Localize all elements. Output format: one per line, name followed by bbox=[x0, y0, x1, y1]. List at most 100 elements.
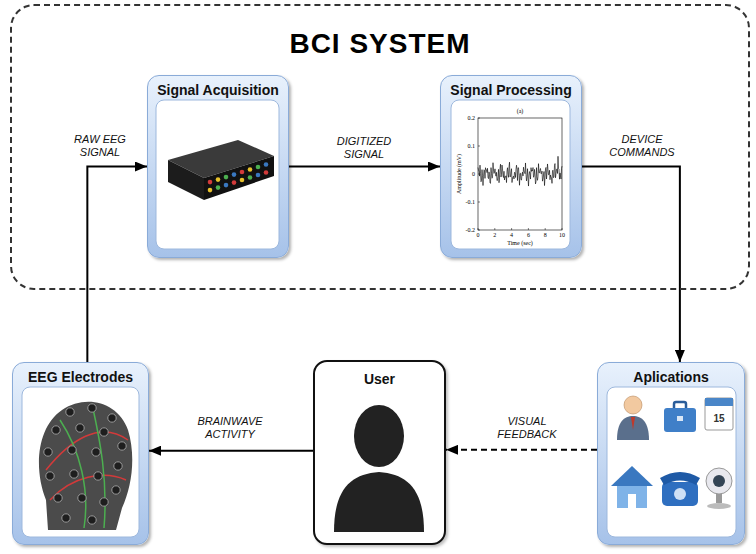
device-side bbox=[168, 160, 204, 200]
tick-label: 0 bbox=[477, 232, 480, 239]
connector-port bbox=[216, 185, 221, 190]
connector-port bbox=[240, 170, 245, 175]
person-head bbox=[624, 396, 642, 414]
edge-label: DIGITIZED SIGNAL bbox=[331, 135, 397, 161]
label-holder: 4 bbox=[510, 232, 513, 239]
edge-label-holder: DIGITIZED SIGNAL bbox=[331, 135, 397, 161]
webcam-lens bbox=[713, 475, 725, 487]
connector-port bbox=[224, 175, 229, 180]
label-holder: 15 bbox=[713, 413, 724, 425]
phone-dial bbox=[674, 488, 686, 500]
electrode bbox=[88, 404, 96, 412]
connector-port bbox=[208, 188, 213, 193]
house-walls bbox=[617, 484, 647, 508]
connector-port bbox=[216, 177, 221, 182]
eeg-cap bbox=[39, 402, 132, 530]
electrode bbox=[108, 414, 116, 422]
image-panel bbox=[156, 100, 279, 249]
image-panel bbox=[451, 100, 570, 249]
system-title: BCI SYSTEM bbox=[289, 28, 470, 60]
label-holder: 0.2 bbox=[468, 115, 476, 122]
calendar-page bbox=[705, 398, 733, 430]
axis-label: Time (sec) bbox=[507, 240, 533, 247]
electrode bbox=[76, 424, 84, 432]
electrode bbox=[100, 428, 108, 436]
axis-label: Amplitude (mV) bbox=[456, 154, 463, 194]
box-heading: User bbox=[364, 371, 395, 387]
house-icon bbox=[611, 466, 653, 508]
edge-label-holder: DEVICE COMMANDS bbox=[606, 133, 678, 159]
phone-icon bbox=[660, 472, 700, 506]
label-holder: 6 bbox=[527, 232, 530, 239]
eeg-plot bbox=[478, 118, 562, 230]
webcam-body bbox=[706, 468, 732, 494]
cap-wire bbox=[46, 432, 128, 470]
box-heading: EEG Electrodes bbox=[28, 369, 133, 385]
amplifier-device bbox=[168, 140, 274, 200]
tick-label: 8 bbox=[544, 232, 547, 239]
connector-port bbox=[264, 162, 269, 167]
electrode bbox=[68, 446, 76, 454]
webcam-icon bbox=[706, 468, 732, 509]
edge-label: RAW EEG SIGNAL bbox=[70, 133, 130, 159]
tick-label: 4 bbox=[510, 232, 513, 239]
webcam-stand bbox=[716, 494, 722, 503]
connector-port bbox=[232, 172, 237, 177]
connector-port bbox=[224, 183, 229, 188]
tick-label: 6 bbox=[527, 232, 530, 239]
calendar-number: 15 bbox=[713, 413, 724, 425]
plot-frame bbox=[478, 118, 562, 230]
person-body bbox=[617, 416, 649, 440]
electrode bbox=[92, 448, 100, 456]
device-front bbox=[204, 156, 274, 200]
house-roof bbox=[611, 466, 653, 486]
tick-label: 2 bbox=[493, 232, 496, 239]
connector-arrow bbox=[289, 166, 440, 168]
electrode bbox=[52, 426, 60, 434]
briefcase-lock bbox=[677, 416, 683, 421]
phone-base bbox=[662, 482, 698, 506]
label-holder: 10 bbox=[559, 232, 565, 239]
edge-label: BRAINWAVE ACTIVITY bbox=[190, 415, 270, 441]
electrode bbox=[112, 486, 120, 494]
house-door bbox=[628, 494, 636, 508]
edge-label-holder: VISUAL FEEDBACK bbox=[494, 415, 560, 441]
briefcase-icon bbox=[664, 402, 696, 432]
edge-label: DEVICE COMMANDS bbox=[606, 133, 678, 159]
tick-label: 0.2 bbox=[468, 115, 476, 122]
cap-wire bbox=[60, 420, 86, 528]
briefcase-body bbox=[664, 408, 696, 432]
connector-port bbox=[240, 178, 245, 183]
label-holder: -0.1 bbox=[466, 199, 476, 206]
connector-port bbox=[208, 180, 213, 185]
box-heading: Signal Acquisition bbox=[157, 82, 279, 98]
label-holder: Amplitude (mV) bbox=[456, 154, 463, 194]
connector-arrow bbox=[87, 167, 147, 363]
silhouette-head bbox=[354, 405, 404, 467]
signal-line bbox=[478, 156, 562, 186]
connector-port bbox=[232, 180, 237, 185]
connector-port bbox=[264, 170, 269, 175]
connector-arrow bbox=[582, 167, 680, 363]
connector-arrow bbox=[149, 450, 313, 452]
label-holder: (a) bbox=[517, 108, 524, 115]
electrode bbox=[118, 442, 126, 450]
electrode-set bbox=[44, 404, 126, 524]
silhouette-body bbox=[334, 472, 424, 532]
image-panel bbox=[607, 387, 736, 537]
box-heading: Aplications bbox=[633, 369, 708, 385]
electrode bbox=[94, 472, 102, 480]
connector-port bbox=[248, 175, 253, 180]
label-holder: 0 bbox=[472, 171, 475, 178]
cap-wire bbox=[92, 404, 105, 528]
tick-label: 10 bbox=[559, 232, 565, 239]
electrode bbox=[54, 494, 62, 502]
person-icon bbox=[617, 396, 649, 440]
user-silhouette bbox=[334, 405, 424, 532]
electrode bbox=[70, 470, 78, 478]
plot-ticks bbox=[478, 118, 562, 230]
webcam-base bbox=[707, 503, 731, 509]
label-holder: 0 bbox=[477, 232, 480, 239]
tick-label: -0.1 bbox=[466, 199, 476, 206]
